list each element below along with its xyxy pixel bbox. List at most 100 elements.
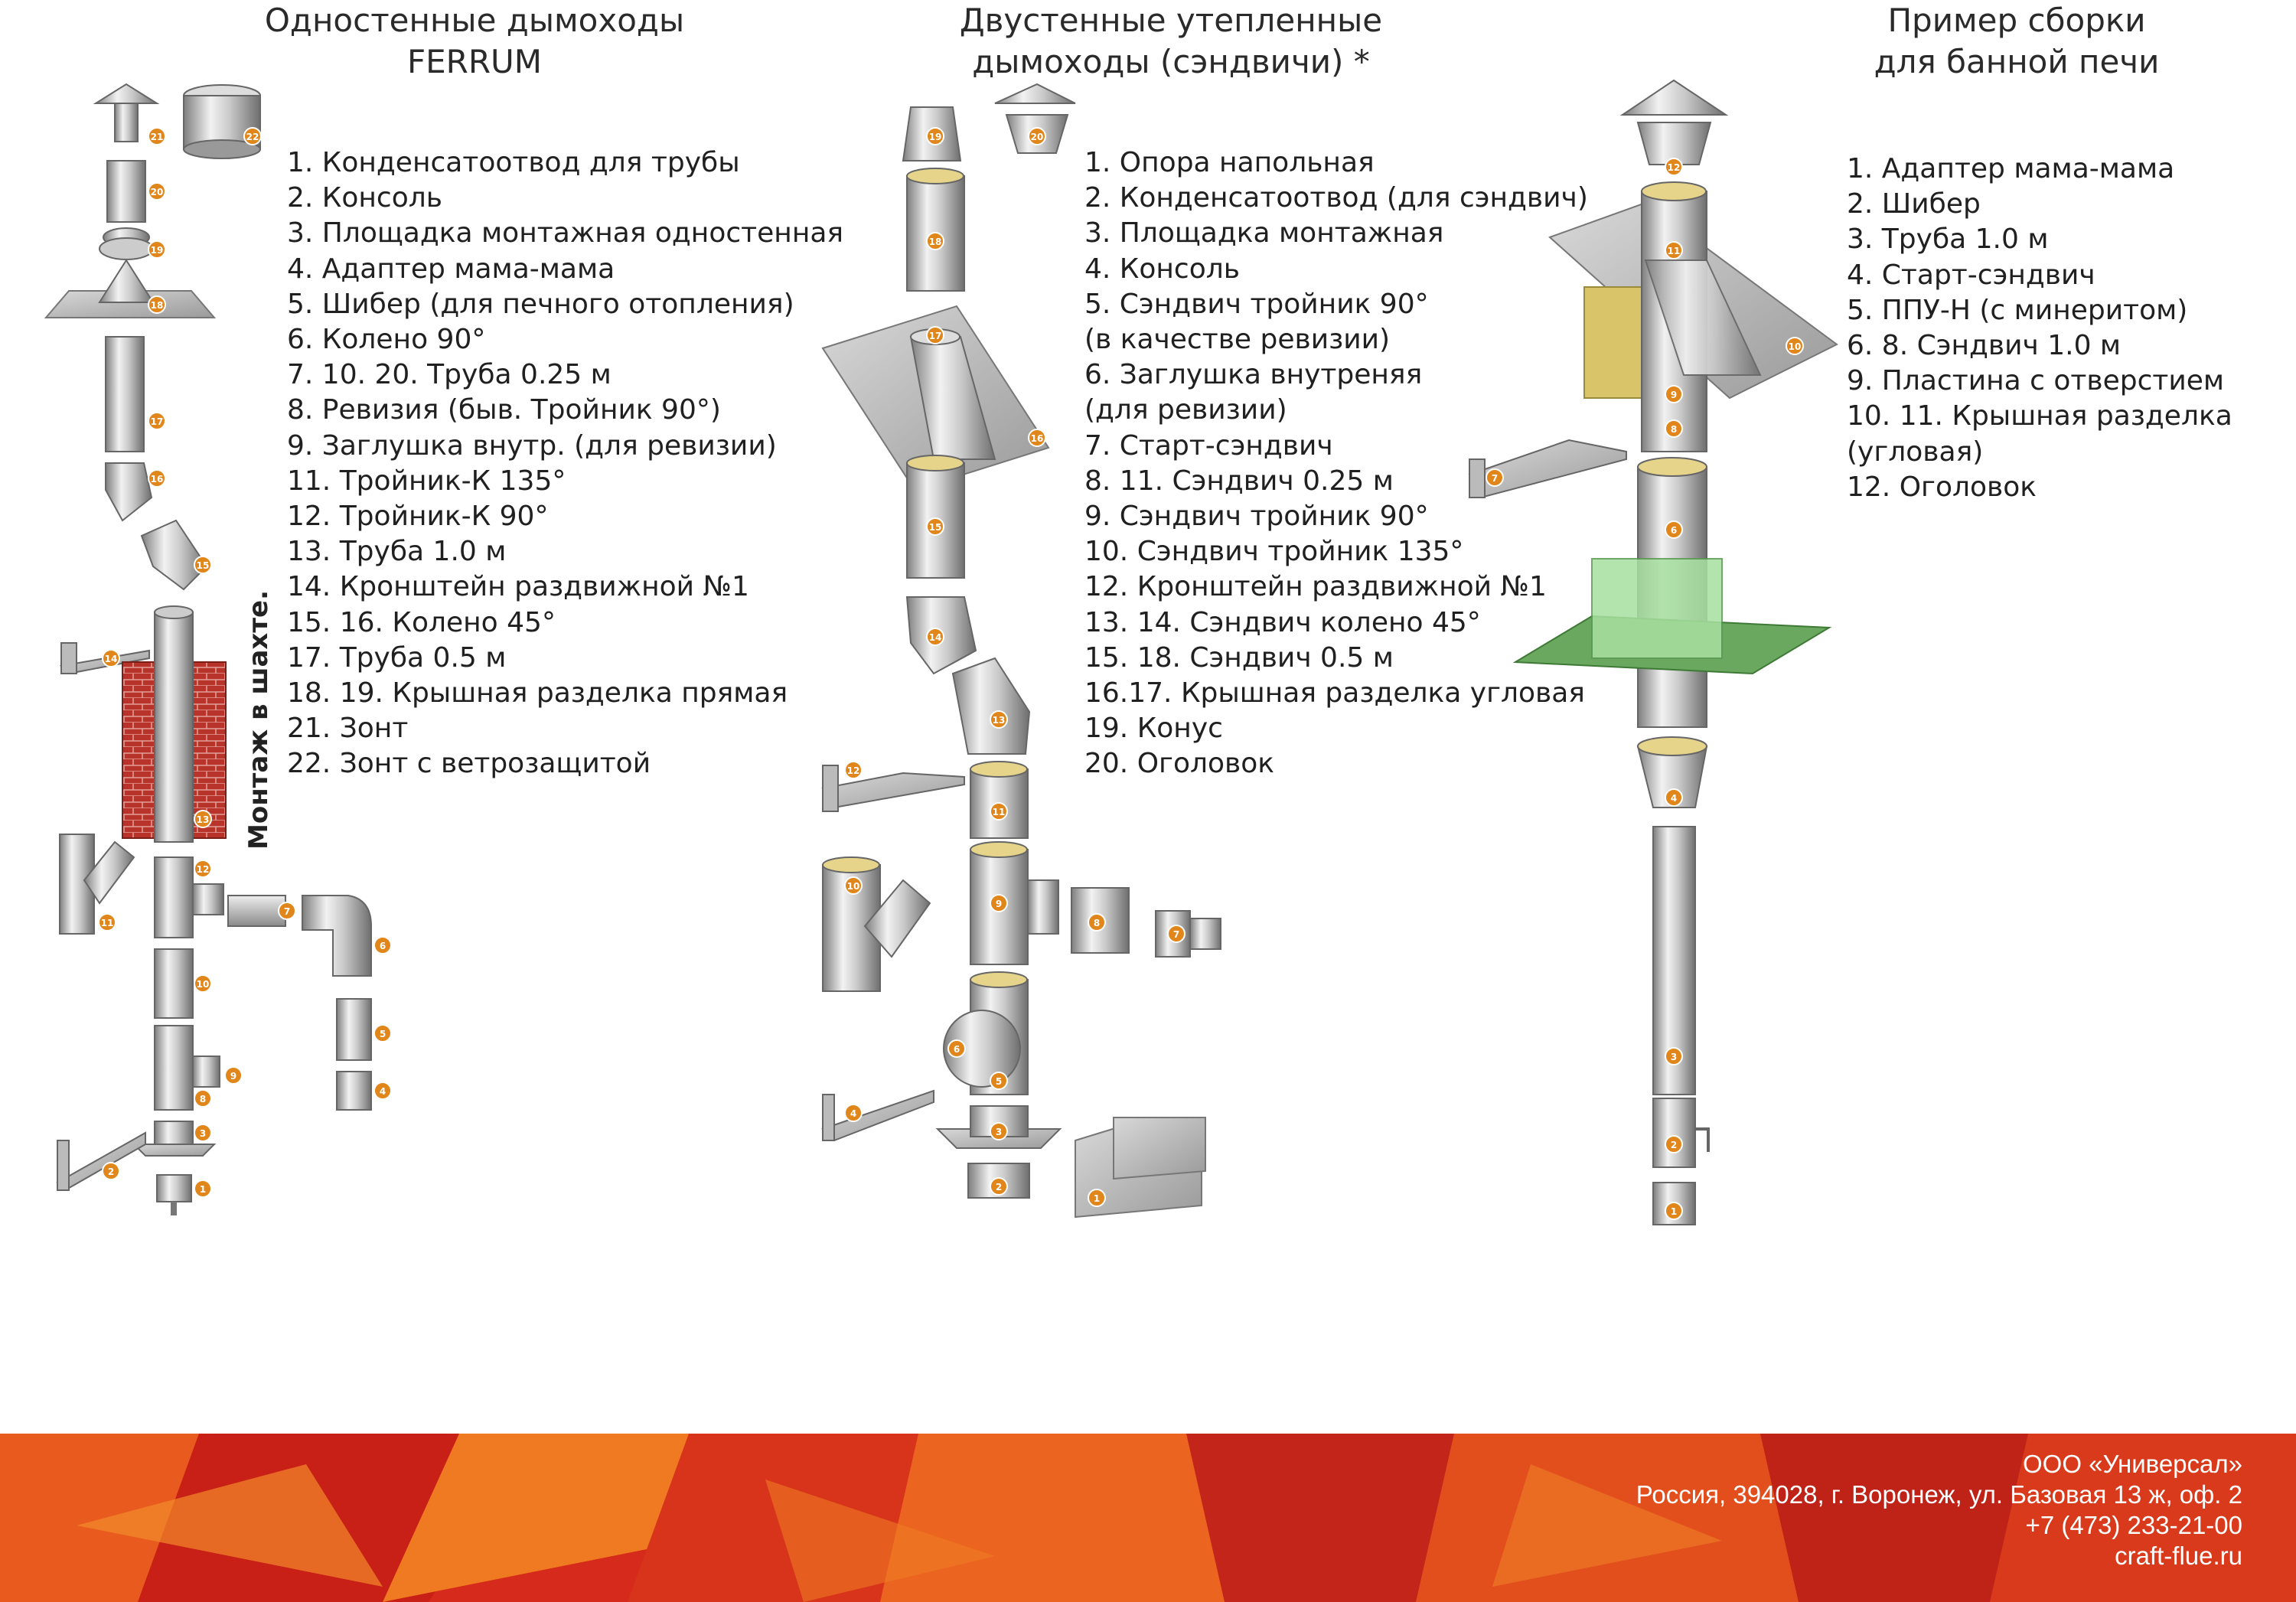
callout-badge: 9 [990,894,1008,912]
list-item: 1. Конденсатоотвод для трубы [287,147,740,178]
callout-badge: 6 [373,936,392,954]
callout-badge: 9 [224,1066,243,1085]
list-item: 13. 14. Сэндвич колено 45° [1084,606,1481,638]
list-item: 18. 19. Крышная разделка прямая [287,677,788,710]
svg-text:7: 7 [1173,929,1179,940]
list-item: 2. Шибер [1847,188,1981,220]
list-item: 12. Тройник-К 90° [287,501,549,533]
svg-text:18: 18 [151,300,164,311]
list-item: 3. Площадка монтажная [1084,217,1444,250]
svg-text:11: 11 [993,807,1006,817]
callout-badge: 6 [947,1039,966,1058]
list-item: 21. Зонт [287,713,409,745]
svg-text:2: 2 [1671,1140,1677,1150]
sauna-list: 1. Адаптер мама-мама 2. Шибер 3. Труба 1… [1847,152,2232,505]
company-website[interactable]: craft-flue.ru [2115,1542,2242,1570]
list-item: 1. Адаптер мама-мама [1847,153,2175,184]
list-item: 4. Консоль [1084,253,1240,285]
list-item: 7. 10. 20. Труба 0.25 м [287,359,612,391]
callout-badge: 20 [1028,127,1046,145]
sauna-title: Пример сборки для банной печи [1874,2,2160,80]
svg-text:17: 17 [151,416,164,427]
svg-text:22: 22 [246,132,259,142]
callout-badge: 18 [148,295,166,314]
list-item: 9. Заглушка внутр. (для ревизии) [287,429,777,462]
sauna-drawing [1468,79,1838,1225]
svg-text:21: 21 [151,132,164,142]
callout-badge: 3 [1665,1047,1683,1065]
list-item: 3. Площадка монтажная одностенная [287,217,844,250]
svg-text:3: 3 [1671,1052,1677,1062]
svg-text:4: 4 [850,1108,856,1119]
svg-text:16: 16 [151,474,164,485]
callout-badge: 3 [194,1124,212,1142]
callout-badge: 9 [1665,385,1683,403]
single-wall-drawing [44,83,372,1215]
svg-text:20: 20 [1031,132,1044,142]
svg-text:7: 7 [1492,473,1498,484]
callout-badge: 3 [990,1122,1008,1140]
list-item: 6. 8. Сэндвич 1.0 м [1847,330,2122,362]
callout-badge: 4 [844,1104,863,1122]
callout-badge: 13 [990,710,1008,729]
svg-text:14: 14 [105,654,118,664]
callout-badge: 10 [194,974,212,993]
svg-text:1: 1 [200,1184,206,1195]
footer-contacts: ООО «Универсал» Россия, 394028, г. Ворон… [1636,1449,2242,1571]
list-item: 9. Сэндвич тройник 90° [1084,501,1429,533]
svg-text:16: 16 [1031,433,1044,444]
callout-badge: 5 [373,1024,392,1042]
callout-badge: 4 [373,1082,392,1100]
svg-text:11: 11 [101,918,114,928]
footer: ООО «Универсал» Россия, 394028, г. Ворон… [0,1434,2296,1602]
callout-badge: 11 [990,802,1008,821]
callout-badge: 21 [148,127,166,145]
company-phone[interactable]: +7 (473) 233-21-00 [2025,1511,2242,1539]
list-item: 5. Сэндвич тройник 90° [1084,288,1429,320]
callout-badge: 19 [926,127,944,145]
svg-text:17: 17 [929,331,942,341]
list-item: 16.17. Крышная разделка угловая [1084,677,1585,710]
company-address: Россия, 394028, г. Воронеж, ул. Базовая … [1636,1480,2242,1509]
callout-badge: 15 [194,556,212,574]
single-wall-title: Одностенные дымоходы FERRUM [264,2,685,80]
list-item: 19. Конус [1084,713,1223,745]
list-item: 10. Сэндвич тройник 135° [1084,536,1464,568]
list-item: 5. Шибер (для печного отопления) [287,288,794,320]
svg-text:18: 18 [929,237,942,247]
svg-text:12: 12 [197,864,210,875]
callout-badge: 13 [194,810,212,828]
list-item: 15. 18. Сэндвич 0.5 м [1084,641,1394,674]
callout-badge: 17 [926,326,944,344]
list-item: 6. Заглушка внутреняя [1084,359,1423,391]
svg-text:8: 8 [1671,424,1677,435]
callout-badge: 12 [844,761,863,779]
double-wall-title: Двустенные утепленные дымоходы (сэндвичи… [959,2,1383,80]
list-item: 8. 11. Сэндвич 0.25 м [1084,465,1394,497]
callout-badge: 14 [926,628,944,646]
svg-text:15: 15 [929,522,942,533]
callout-badge: 7 [278,902,296,920]
svg-text:5: 5 [996,1076,1002,1087]
svg-text:10: 10 [1789,341,1802,352]
list-item: 13. Труба 1.0 м [287,536,507,568]
svg-text:9: 9 [996,899,1002,909]
list-item: 1. Опора напольная [1084,147,1375,178]
callout-badge: 19 [148,240,166,259]
list-item: 3. Труба 1.0 м [1847,223,2049,256]
chimney-illustrations: 2122201918171615141312117610598432119201… [44,79,1838,1225]
svg-text:2: 2 [108,1166,114,1177]
company-name: ООО «Универсал» [2023,1450,2242,1478]
svg-text:1: 1 [1671,1206,1677,1217]
callout-badge: 10 [1786,337,1804,355]
list-item: 20. Оголовок [1084,748,1274,780]
svg-text:6: 6 [954,1044,960,1055]
callout-badge: 18 [926,232,944,250]
callout-badge: 7 [1167,925,1186,943]
callout-badge: 2 [1665,1135,1683,1153]
callout-badge: 4 [1665,788,1683,807]
list-item: 5. ППУ-Н (с минеритом) [1847,294,2188,326]
list-item: 10. 11. Крышная разделка [1847,400,2232,432]
list-item: 2. Конденсатоотвод (для сэндвич) [1084,182,1588,214]
svg-text:12: 12 [1668,162,1681,173]
